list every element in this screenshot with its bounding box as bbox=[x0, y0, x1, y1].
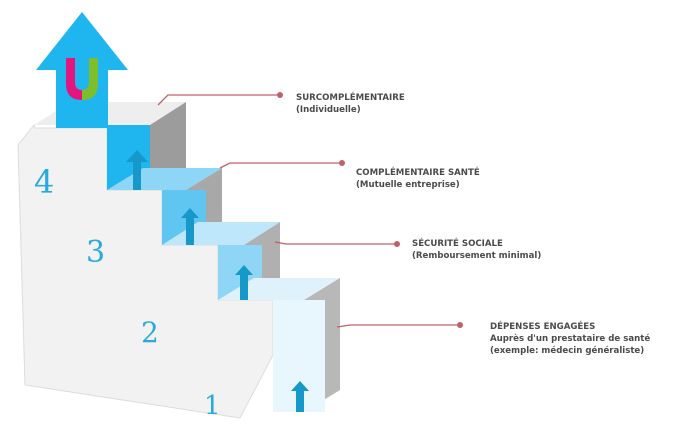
callout-lines bbox=[157, 92, 463, 328]
callout-title: COMPLÉMENTAIRE SANTÉ bbox=[356, 168, 480, 178]
callout-title: DÉPENSES ENGAGÉES bbox=[490, 322, 596, 332]
callout-securite-sociale: SÉCURITÉ SOCIALE (Remboursement minimal) bbox=[412, 238, 541, 262]
callout-line-2: Auprès d'un prestataire de santé bbox=[490, 334, 651, 344]
top-arrow bbox=[36, 12, 128, 128]
callout-subtitle: (Individuelle) bbox=[296, 105, 361, 115]
callout-subtitle: (Remboursement minimal) bbox=[412, 251, 542, 261]
step-number-1: 1 bbox=[204, 391, 221, 421]
logo-u bbox=[66, 58, 98, 100]
callout-title: SURCOMPLÉMENTAIRE bbox=[296, 93, 405, 103]
callout-complementaire-sante: COMPLÉMENTAIRE SANTÉ (Mutuelle entrepris… bbox=[356, 167, 480, 191]
callout-depenses-engagees: DÉPENSES ENGAGÉES Auprès d'un prestatair… bbox=[490, 321, 650, 357]
callout-subtitle: (Mutuelle entreprise) bbox=[356, 180, 460, 190]
step-number-4: 4 bbox=[34, 163, 54, 201]
callout-surcomplementaire: SURCOMPLÉMENTAIRE (Individuelle) bbox=[296, 92, 405, 116]
step-number-2: 2 bbox=[141, 316, 159, 349]
step-number-3: 3 bbox=[86, 235, 105, 270]
small-arrow-icon bbox=[126, 150, 309, 412]
callout-title: SÉCURITÉ SOCIALE bbox=[412, 239, 503, 249]
step-1 bbox=[218, 278, 340, 412]
callout-line-3: (exemple: médecin généraliste) bbox=[490, 346, 645, 356]
